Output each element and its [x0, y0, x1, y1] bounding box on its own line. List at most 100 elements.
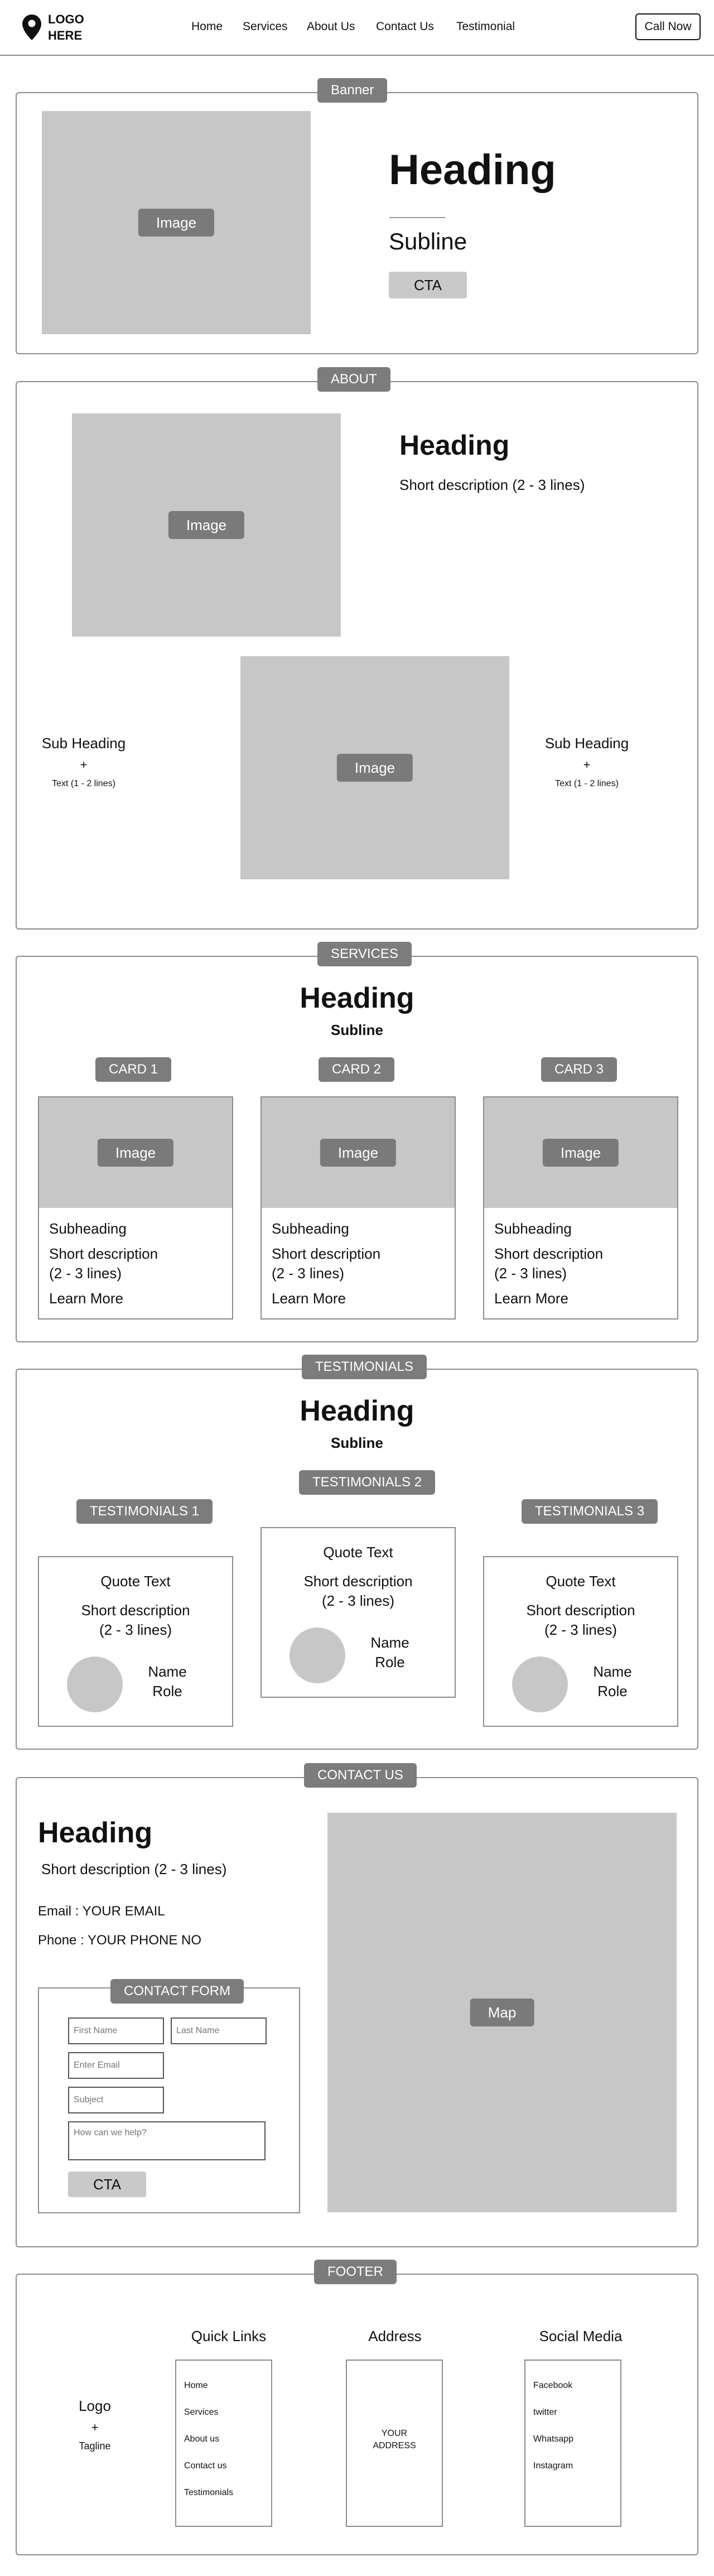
banner-subline: Subline — [389, 228, 467, 254]
testimonial-card-2: Quote Text Short description (2 - 3 line… — [260, 1527, 456, 1698]
testimonial-3-tag: TESTIMONIALS 3 — [522, 1499, 658, 1524]
testimonial-1-avatar — [67, 1657, 123, 1712]
social-link-facebook[interactable]: Facebook — [533, 2381, 573, 2390]
footer-logo[interactable]: Logo — [79, 2397, 111, 2414]
about-tag: ABOUT — [317, 367, 390, 392]
about-image-2-label: Image — [336, 754, 413, 782]
about-right-subheading: Sub Heading — [544, 735, 629, 752]
card-1-desc-1: Short description — [49, 1245, 158, 1262]
testimonial-2-quote: Quote Text — [323, 1544, 393, 1561]
contact-tag: CONTACT US — [304, 1763, 417, 1788]
card-1-desc-2: (2 - 3 lines) — [49, 1265, 122, 1282]
footer-link-about-us[interactable]: About us — [184, 2434, 220, 2444]
services-heading: Heading — [300, 982, 414, 1014]
social-link-instagram[interactable]: Instagram — [533, 2461, 573, 2471]
nav-about-us[interactable]: About Us — [307, 20, 355, 33]
about-left-subheading: Sub Heading — [41, 735, 126, 752]
testimonial-card-1: Quote Text Short description (2 - 3 line… — [38, 1556, 233, 1727]
card-1-image: Image — [39, 1097, 232, 1208]
about-feature-right: Sub Heading + Text (1 - 2 lines) — [542, 735, 631, 789]
card-2-tag: CARD 2 — [319, 1057, 395, 1082]
testimonial-1-desc-2: (2 - 3 lines) — [99, 1621, 172, 1638]
testimonial-3-desc-1: Short description — [526, 1602, 635, 1619]
contact-submit-button[interactable]: CTA — [68, 2171, 146, 2197]
social-media-title: Social Media — [539, 2328, 623, 2344]
nav-testimonial[interactable]: Testimonial — [456, 20, 515, 33]
card-1-tag: CARD 1 — [95, 1057, 172, 1082]
testimonial-2-desc-2: (2 - 3 lines) — [321, 1592, 395, 1609]
quick-links-box: Home Services About us Contact us Testim… — [175, 2360, 272, 2527]
contact-description: Short description (2 - 3 lines) — [41, 1861, 227, 1877]
banner-heading: Heading — [389, 146, 556, 194]
card-2-image: Image — [262, 1097, 455, 1208]
last-name-field[interactable] — [171, 2018, 267, 2044]
testimonial-card-3: Quote Text Short description (2 - 3 line… — [483, 1556, 678, 1727]
card-3-learn-more-link[interactable]: Learn More — [494, 1290, 568, 1307]
footer-tagline: Tagline — [79, 2440, 111, 2452]
about-left-text: Text (1 - 2 lines) — [52, 779, 115, 788]
about-description: Short description (2 - 3 lines) — [399, 476, 585, 493]
logo-text[interactable]: LOGO HERE — [48, 11, 84, 44]
quick-links-title: Quick Links — [191, 2328, 267, 2344]
about-right-text: Text (1 - 2 lines) — [555, 779, 619, 788]
services-section: Heading Subline Image Subheading Short d… — [16, 956, 698, 1342]
address-box: YOUR ADDRESS — [346, 2360, 443, 2527]
footer-tag: FOOTER — [314, 2260, 397, 2284]
map-label: Map — [470, 1999, 534, 2026]
site-header: LOGO HERE Home Services About Us Contact… — [0, 0, 714, 56]
card-3-tag: CARD 3 — [541, 1057, 617, 1082]
contact-email: Email : YOUR EMAIL — [38, 1904, 165, 1919]
testimonial-2-avatar — [290, 1628, 345, 1683]
footer-link-contact-us[interactable]: Contact us — [184, 2461, 227, 2471]
address-text: YOUR ADDRESS — [347, 2428, 442, 2452]
message-field[interactable] — [68, 2121, 266, 2160]
address-line-2: ADDRESS — [373, 2441, 416, 2450]
banner-section: Image Heading Subline CTA — [16, 92, 698, 354]
banner-image-label: Image — [138, 209, 215, 237]
about-section: Image Heading Short description (2 - 3 l… — [16, 381, 698, 930]
social-link-twitter[interactable]: twitter — [533, 2408, 557, 2417]
card-1-subheading: Subheading — [49, 1220, 127, 1237]
testimonial-2-role: Role — [375, 1654, 405, 1670]
testimonial-3-name: Name — [593, 1663, 632, 1680]
subject-field[interactable] — [68, 2087, 164, 2113]
about-image-label: Image — [168, 511, 245, 539]
footer-link-testimonials[interactable]: Testimonials — [184, 2488, 234, 2497]
testimonial-1-role: Role — [152, 1683, 182, 1699]
card-1-learn-more-link[interactable]: Learn More — [49, 1290, 123, 1307]
banner-cta-button[interactable]: CTA — [389, 272, 467, 298]
banner-divider — [389, 217, 445, 218]
nav-services[interactable]: Services — [243, 20, 288, 33]
call-now-button[interactable]: Call Now — [635, 13, 701, 40]
card-2-desc-2: (2 - 3 lines) — [272, 1265, 345, 1282]
card-3-image: Image — [484, 1097, 677, 1208]
testimonial-2-name: Name — [370, 1634, 409, 1651]
banner-tag: Banner — [317, 78, 388, 103]
email-field[interactable] — [68, 2052, 164, 2079]
contact-form: CTA — [38, 1987, 300, 2213]
testimonial-1-name: Name — [148, 1663, 187, 1680]
footer-link-services[interactable]: Services — [184, 2408, 219, 2417]
footer-plus: + — [91, 2420, 99, 2434]
testimonials-tag: TESTIMONIALS — [302, 1355, 427, 1379]
footer-link-home[interactable]: Home — [184, 2381, 208, 2390]
location-pin-icon — [22, 15, 41, 40]
card-2-learn-more-link[interactable]: Learn More — [272, 1290, 346, 1307]
card-3-subheading: Subheading — [494, 1220, 572, 1237]
about-image-placeholder: Image — [72, 413, 341, 637]
social-media-box: Facebook twitter Whatsapp Instagram — [524, 2360, 621, 2527]
nav-contact-us[interactable]: Contact Us — [376, 20, 434, 33]
social-link-whatsapp[interactable]: Whatsapp — [533, 2434, 574, 2444]
card-2-subheading: Subheading — [272, 1220, 349, 1237]
testimonial-1-quote: Quote Text — [100, 1573, 171, 1590]
card-3-image-label: Image — [542, 1139, 619, 1167]
about-right-plus: + — [583, 758, 591, 772]
banner-image-placeholder: Image — [42, 111, 311, 334]
testimonial-2-desc-1: Short description — [303, 1573, 413, 1590]
about-heading: Heading — [399, 430, 510, 461]
nav-home[interactable]: Home — [191, 20, 223, 33]
testimonial-3-quote: Quote Text — [546, 1573, 616, 1590]
testimonials-subline: Subline — [331, 1434, 383, 1451]
testimonial-3-avatar — [512, 1657, 568, 1712]
first-name-field[interactable] — [68, 2018, 164, 2044]
